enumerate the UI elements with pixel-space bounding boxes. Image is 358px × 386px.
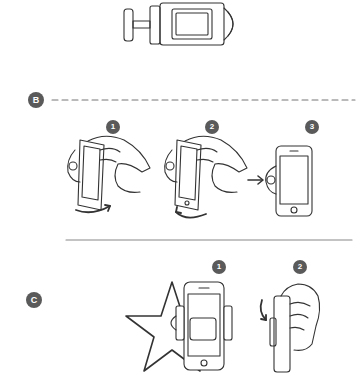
callout-number: 2 — [293, 260, 307, 274]
callout-text: C — [31, 296, 38, 305]
callout-number: B — [28, 92, 44, 108]
callout-text: 2 — [298, 263, 302, 271]
callout-number: 3 — [305, 120, 319, 134]
callout-number: 1 — [212, 260, 226, 274]
step-b1-illustration — [68, 136, 150, 212]
step-b2-illustration — [165, 136, 247, 217]
dashed-divider — [52, 99, 355, 100]
section-divider — [66, 239, 352, 240]
callout-number: C — [26, 292, 42, 308]
step-b3-illustration — [248, 146, 312, 216]
callout-text: 1 — [111, 123, 115, 131]
mount-side-view — [124, 3, 233, 45]
callout-number: 1 — [106, 120, 120, 134]
callout-number: 2 — [205, 120, 219, 134]
callout-text: 2 — [210, 123, 214, 131]
step-c1-illustration — [126, 282, 232, 371]
callout-text: B — [33, 96, 40, 105]
step-c2-illustration — [261, 284, 320, 372]
callout-text: 3 — [310, 123, 314, 131]
callout-text: 1 — [217, 263, 221, 271]
